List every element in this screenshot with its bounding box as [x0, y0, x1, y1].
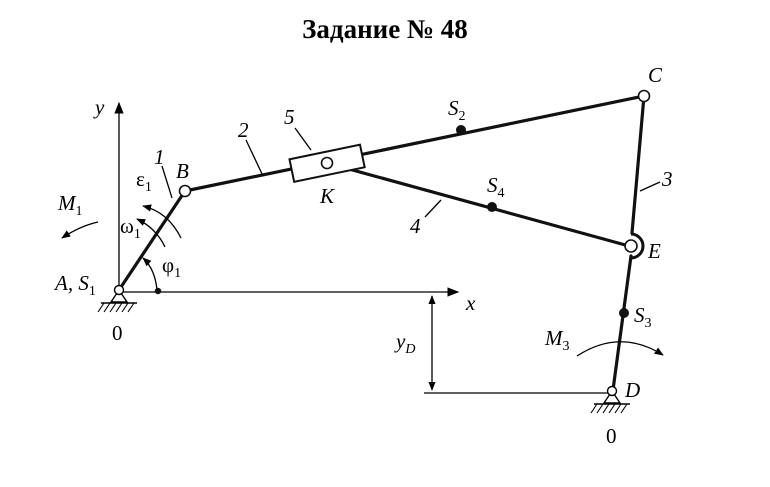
link-3-upper	[630, 94, 646, 235]
support-D	[590, 385, 630, 414]
center-S3	[619, 308, 629, 318]
link-2	[183, 94, 646, 193]
label-omega1: ω1	[120, 214, 141, 242]
label-yD: yD	[394, 329, 415, 357]
label-link-2: 2	[238, 118, 249, 142]
label-A-S1: A, S1	[53, 271, 96, 299]
link-3-lower	[611, 254, 633, 392]
label-S3: S3	[634, 303, 652, 331]
joint-E-bracket	[630, 232, 645, 260]
joint-C	[637, 89, 651, 103]
label-C: C	[648, 63, 663, 87]
phi-origin-dot	[154, 287, 162, 295]
label-x-axis: x	[465, 291, 476, 315]
label-zero-D: 0	[606, 424, 617, 448]
label-S2: S2	[448, 96, 466, 124]
joint-E	[624, 239, 638, 253]
label-link-5: 5	[284, 105, 295, 129]
leader-link-5	[294, 127, 312, 151]
phi1-arc	[142, 257, 158, 291]
page-title: Задание № 48	[302, 14, 468, 44]
label-K: K	[319, 184, 335, 208]
omega1-arrow	[136, 218, 166, 248]
label-M1: M1	[57, 191, 83, 219]
label-epsilon1: ε1	[136, 167, 152, 195]
leader-link-3	[639, 181, 661, 192]
center-S4	[487, 202, 497, 212]
center-S2	[456, 125, 466, 135]
label-zero-A: 0	[112, 321, 123, 345]
label-phi1: φ1	[162, 253, 181, 281]
leader-link-1	[161, 165, 173, 199]
label-link-4: 4	[410, 214, 421, 238]
label-D: D	[624, 378, 640, 402]
epsilon1-arrow	[142, 204, 182, 239]
moment-M1-arrow	[61, 221, 99, 239]
label-S4: S4	[487, 173, 505, 201]
label-M3: M3	[544, 326, 570, 354]
leader-link-2	[245, 139, 264, 177]
label-link-3: 3	[661, 167, 673, 191]
joint-K	[320, 156, 334, 170]
label-link-1: 1	[154, 145, 165, 169]
support-A	[97, 284, 137, 313]
link-1	[117, 189, 187, 292]
joint-B	[178, 184, 192, 198]
label-y-axis: y	[93, 95, 105, 119]
label-E: E	[647, 239, 661, 263]
link-4	[325, 161, 631, 248]
label-B: B	[176, 159, 189, 183]
leader-link-4	[424, 199, 442, 218]
moment-M3-arrow	[576, 341, 664, 357]
